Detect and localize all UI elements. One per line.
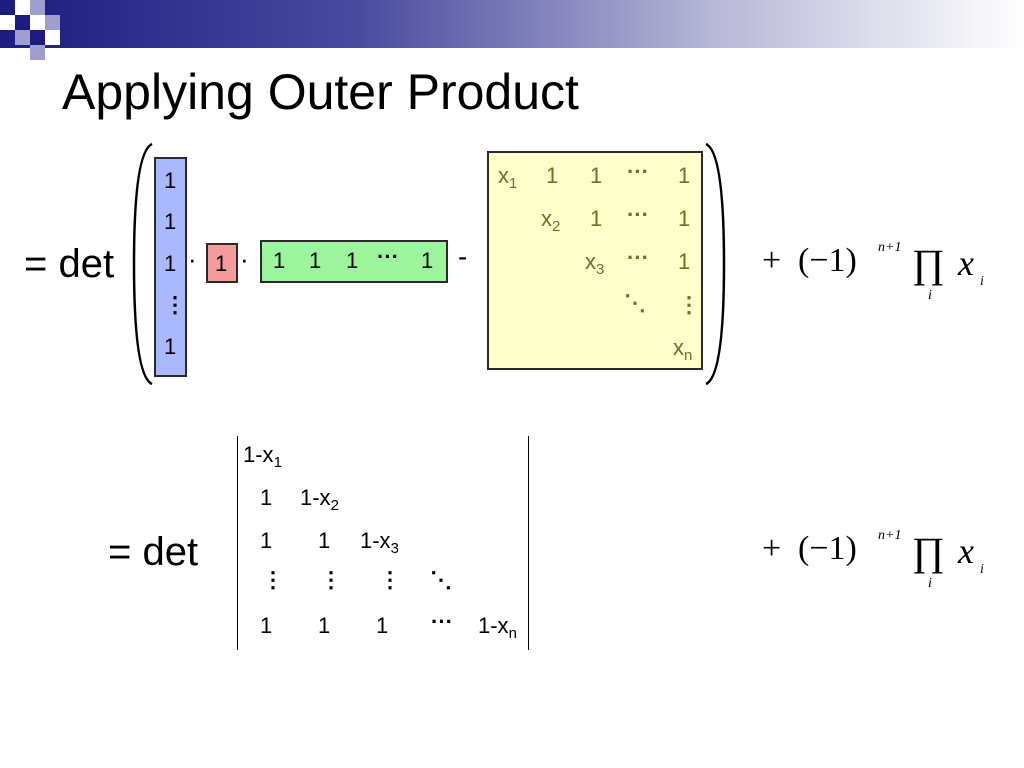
ones-row-entry: 1 (421, 248, 434, 273)
scalar-box (206, 243, 238, 283)
logo-squares-icon (0, 0, 60, 60)
det-entry: 1 (318, 613, 331, 638)
det-entry: 1 (260, 485, 273, 510)
bottom-det-label: = det (108, 530, 199, 574)
matrix-entry-x1: x1 (498, 163, 518, 192)
det-hdots: ··· (431, 609, 453, 634)
header-band (0, 0, 1024, 48)
matrix-entry-xn: xn (673, 335, 693, 364)
ones-row-entry: 1 (309, 248, 322, 273)
minus-operator: - (458, 241, 468, 272)
matrix-entry-x3: x3 (585, 249, 605, 278)
det-entry: 1 (318, 528, 331, 553)
det-ddots: ⋱ (430, 567, 452, 592)
det-entry: 1-x1 (243, 442, 282, 471)
matrix-hdots: ··· (627, 159, 649, 184)
ones-column-entry: 1 (164, 251, 177, 276)
slide-title: Applying Outer Product (62, 64, 579, 120)
dot-operator: · (240, 244, 249, 274)
det-entry: 1-xn (478, 613, 517, 642)
diagonal-matrix (487, 151, 703, 370)
ones-column-entry: 1 (164, 168, 177, 193)
det-entry: 1 (260, 528, 273, 553)
top-det-label: = det (24, 242, 115, 286)
det-right-bar (528, 436, 529, 650)
ones-row-entry: 1 (346, 248, 359, 273)
ones-row-entry: 1 (273, 248, 286, 273)
ones-column-vector (154, 157, 187, 377)
bottom-product-term: + (−1) n+1 ∏ i x i (762, 528, 984, 591)
ones-column-entry: 1 (164, 209, 177, 234)
det-entry: 1 (260, 613, 273, 638)
matrix-entry: 1 (590, 206, 603, 231)
ones-row-dots: ··· (377, 244, 399, 269)
scalar-value: 1 (215, 251, 228, 276)
det-entry: 1-x3 (360, 528, 399, 557)
top-product-term: + (−1) n+1 ∏ i x i (762, 240, 984, 303)
det-vdots: ⋮ (379, 567, 401, 592)
matrix-entry: 1 (678, 249, 691, 274)
matrix-vdots: ⋮ (678, 292, 700, 317)
top-left-paren (132, 142, 153, 386)
top-right-paren (705, 142, 726, 386)
det-entry: 1 (376, 613, 389, 638)
det-vdots: ⋮ (262, 567, 284, 592)
det-vdots: ⋮ (320, 567, 342, 592)
matrix-ddots: ⋱ (624, 290, 646, 315)
dot-operator: · (188, 244, 197, 274)
det-left-bar (237, 436, 238, 650)
ones-row-vector (260, 240, 448, 283)
matrix-entry: 1 (546, 163, 559, 188)
matrix-entry: 1 (678, 163, 691, 188)
det-entry: 1-x2 (300, 485, 339, 514)
matrix-entry-x2: x2 (541, 206, 561, 235)
ones-column-entry: 1 (164, 334, 177, 359)
matrix-hdots: ··· (627, 202, 649, 227)
matrix-entry: 1 (678, 206, 691, 231)
ones-column-vdots: ⋮ (164, 292, 186, 317)
matrix-hdots: ··· (627, 245, 649, 270)
matrix-entry: 1 (590, 163, 603, 188)
